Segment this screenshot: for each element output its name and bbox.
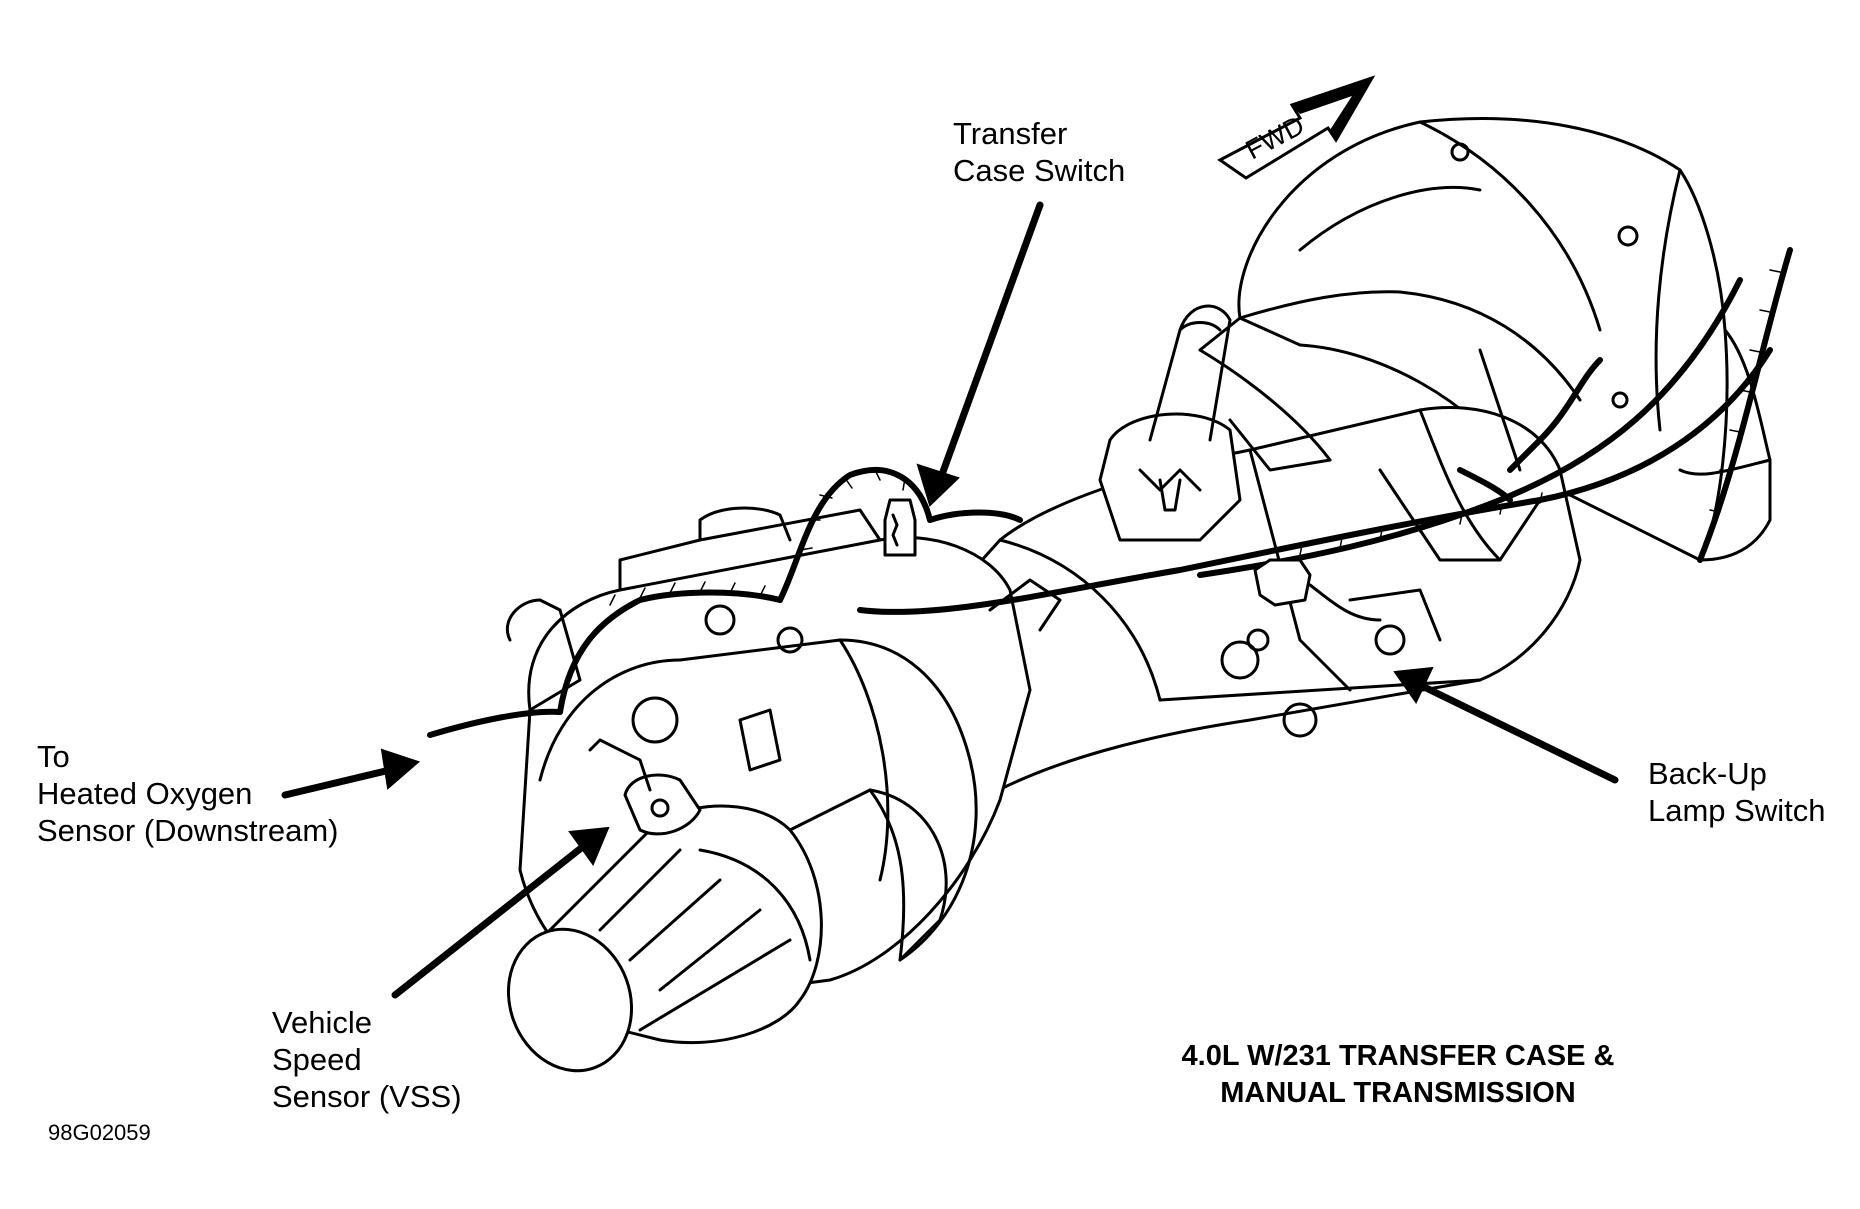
arrowhead-heated-oxygen-sensor [380, 748, 420, 790]
back-up-lamp-switch-label: Back-Up Lamp Switch [1648, 756, 1826, 828]
arrow-vehicle-speed-sensor [391, 841, 589, 999]
vehicle-speed-sensor-label: Vehicle Speed Sensor (VSS) [272, 1005, 462, 1114]
output-cone [506, 788, 948, 1073]
diagram-title: 4.0L W/231 TRANSFER CASE & MANUAL TRANSM… [1181, 1040, 1615, 1109]
harness-texture [609, 269, 1781, 606]
fwd-arrow-icon: FWD [1217, 75, 1376, 180]
speed-sensor-body [588, 738, 702, 836]
arrowhead-back-up-lamp-switch [1393, 666, 1434, 704]
arrowhead-vehicle-speed-sensor [568, 826, 610, 867]
heated-oxygen-sensor-label: To Heated Oxygen Sensor (Downstream) [37, 739, 339, 848]
back-up-lamp-switch-body [1246, 558, 1382, 652]
leader-arrows [281, 201, 1619, 999]
arrow-heated-oxygen-sensor [281, 766, 394, 799]
arrow-transfer-case-switch [936, 201, 1044, 484]
arrowhead-transfer-case-switch [916, 463, 960, 507]
figure-code: 98G02059 [48, 1120, 151, 1145]
shifter-tower [1098, 304, 1242, 542]
transfer-case-switch-body [883, 498, 917, 557]
transfer-case-switch-label: Transfer Case Switch [953, 116, 1126, 188]
wiring-harness [427, 247, 1793, 738]
arrow-back-up-lamp-switch [1416, 681, 1619, 784]
